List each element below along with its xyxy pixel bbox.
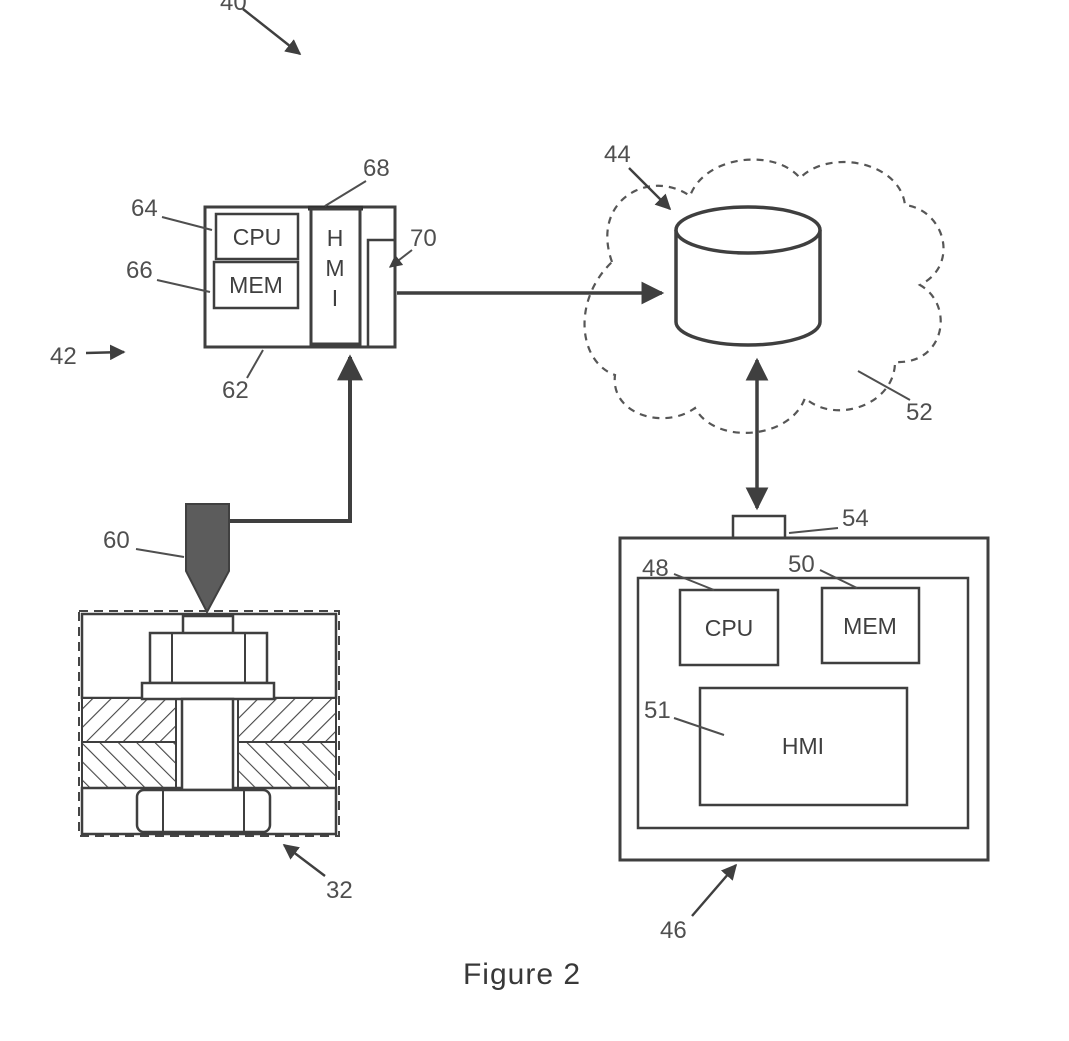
database-cylinder-top (674, 205, 822, 255)
ref-label-64: 64 (131, 195, 158, 222)
controller-mem-box (212, 260, 300, 310)
ref-label-48: 48 (642, 555, 669, 582)
bolt-head (148, 631, 269, 685)
controller-hmi-box (309, 207, 362, 346)
server-mem-box (820, 586, 921, 665)
database-cylinder-body (674, 230, 822, 347)
controller-port-box (366, 238, 395, 346)
leader-70 (388, 249, 413, 268)
controller-hmi-letter-h: H (327, 225, 344, 251)
ref-label-51: 51 (644, 697, 671, 724)
controller-cpu-label: CPU (233, 224, 282, 250)
server-cpu-label: CPU (705, 615, 754, 641)
ref-label-40: 40 (220, 0, 247, 16)
ref-label-68: 68 (363, 155, 390, 182)
washer (140, 681, 276, 701)
workpiece-hatched-layer2-right (237, 741, 337, 789)
leader-arrow-46 (691, 863, 738, 917)
figure-caption: Figure 2 (463, 958, 581, 991)
controller-cpu-box (214, 212, 300, 261)
leader-arrow-42 (85, 344, 126, 361)
server-hmi-label: HMI (782, 733, 824, 759)
workpiece-assembly (78, 610, 340, 837)
tool-cable (228, 354, 363, 523)
leader-54 (788, 527, 839, 534)
database-cylinder (674, 205, 822, 347)
bolt-tip (181, 614, 235, 636)
leader-64 (161, 216, 213, 231)
leader-arrow-32 (282, 844, 326, 877)
ref-label-60: 60 (103, 527, 130, 554)
leader-62 (246, 349, 264, 379)
ref-label-66: 66 (126, 257, 153, 284)
nut (135, 788, 272, 834)
tool-bit (185, 503, 230, 615)
server-mem-label: MEM (843, 613, 897, 639)
server-unit: CPU MEM HMI (618, 536, 990, 862)
leader-arrow-44 (628, 167, 672, 211)
workpiece-boundary (78, 610, 340, 837)
leader-51 (673, 717, 725, 736)
controller-mem-label: MEM (229, 272, 283, 298)
workpiece-hatched-layer1-left (81, 697, 177, 743)
server-cpu-box (678, 588, 780, 667)
ref-label-32: 32 (326, 877, 353, 904)
leader-52 (857, 370, 911, 401)
controller-hmi-letter-m: M (325, 255, 344, 281)
leader-50 (819, 569, 858, 589)
leader-68 (324, 180, 367, 207)
ref-label-62: 62 (222, 377, 249, 404)
cloud-outline (583, 158, 945, 434)
bolt-shank (180, 697, 235, 792)
server-port-box (731, 514, 787, 542)
workpiece-hatched-layer2-left (81, 741, 177, 789)
ref-label-52: 52 (906, 399, 933, 426)
ref-label-46: 46 (660, 917, 687, 944)
ref-label-50: 50 (788, 551, 815, 578)
leader-arrow-40 (242, 8, 302, 55)
ref-label-54: 54 (842, 505, 869, 532)
controller-hmi-letter-i: I (332, 285, 338, 311)
ref-label-44: 44 (604, 141, 631, 168)
leader-48 (673, 573, 715, 591)
ref-label-70: 70 (410, 225, 437, 252)
controller-unit: CPU MEM H M I (203, 205, 397, 349)
server-hmi-box (698, 686, 909, 807)
leader-66 (156, 279, 211, 293)
leader-60 (135, 548, 185, 558)
workpiece-hatched-layer1-right (237, 697, 337, 743)
ref-label-42: 42 (50, 343, 77, 370)
